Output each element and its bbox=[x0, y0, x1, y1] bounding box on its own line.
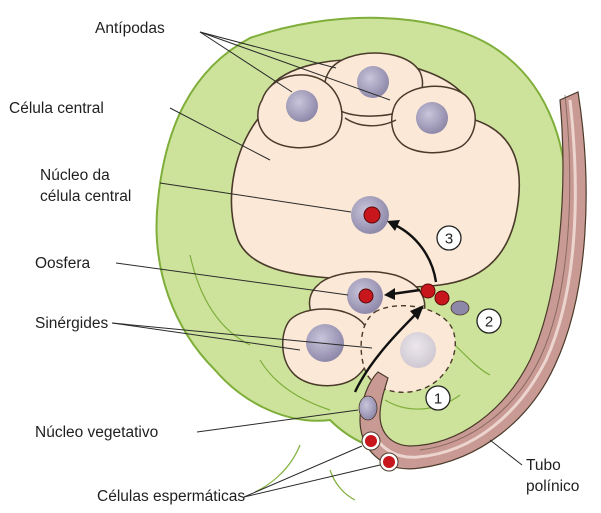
leader-celulas-espermaticas bbox=[244, 446, 362, 497]
vegetative-nucleus bbox=[359, 396, 377, 420]
label-polinico: polínico bbox=[526, 478, 579, 495]
leader-tubo-polinico bbox=[490, 440, 522, 465]
label-tubo: Tubo bbox=[526, 457, 561, 474]
label-sinergides: Sinérgides bbox=[35, 315, 108, 332]
label-oosfera: Oosfera bbox=[35, 255, 91, 272]
step-marker-3: 3 bbox=[437, 226, 461, 250]
released-sperm bbox=[421, 284, 435, 298]
tissue-line bbox=[330, 470, 355, 500]
sperm-in-central-nucleus bbox=[364, 207, 380, 223]
released-sperm bbox=[435, 291, 449, 305]
sperm-cell-nucleus bbox=[365, 435, 377, 447]
step-marker-1: 1 bbox=[426, 386, 450, 410]
antipodal-nucleus bbox=[416, 102, 448, 134]
step-number: 3 bbox=[445, 231, 453, 248]
sperm-cell-nucleus bbox=[383, 456, 395, 468]
released-vegetative-nucleus bbox=[451, 301, 469, 315]
label-antipodas: Antípodas bbox=[95, 20, 165, 37]
label-nucleo-central-line1: Núcleo da bbox=[40, 167, 110, 184]
leader-celulas-espermaticas bbox=[244, 465, 380, 497]
sperm-in-egg-nucleus bbox=[359, 289, 373, 303]
degenerating-synergid-nucleus bbox=[400, 332, 436, 368]
antipodal-nucleus bbox=[286, 90, 318, 122]
label-celulas-espermaticas: Células espermáticas bbox=[97, 488, 245, 505]
label-celula-central: Célula central bbox=[9, 100, 104, 117]
label-nucleo-vegetativo: Núcleo vegetativo bbox=[35, 424, 158, 441]
step-number: 1 bbox=[434, 391, 442, 408]
step-number: 2 bbox=[485, 314, 493, 331]
antipodal-nucleus bbox=[357, 66, 389, 98]
label-nucleo-central-line2: célula central bbox=[40, 188, 131, 205]
step-marker-2: 2 bbox=[477, 309, 501, 333]
